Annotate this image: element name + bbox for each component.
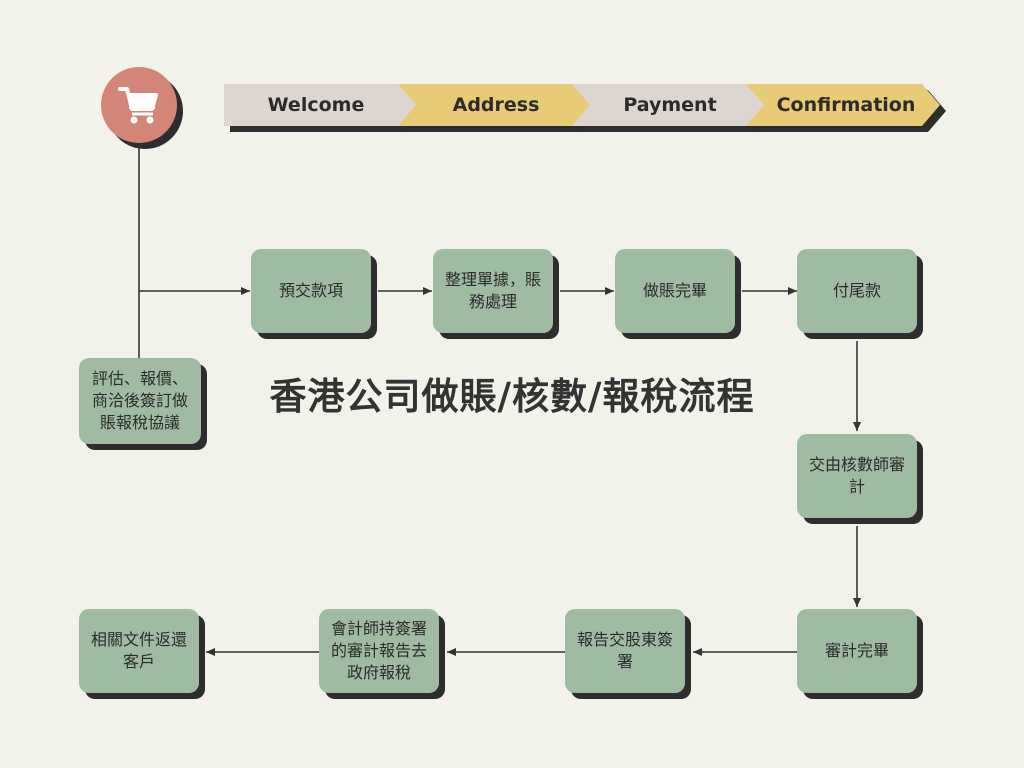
box-evaluate: 評估、報價、商洽後簽訂做賬報稅協議 [79,358,201,444]
box-deposit: 預交款項 [251,249,371,333]
box-final-payment: 付尾款 [797,249,917,333]
cart-badge [101,67,177,143]
box-file-tax: 會計師持簽署的審計報告去政府報稅 [319,609,439,693]
box-to-auditor: 交由核數師審計 [797,434,917,518]
step-welcome[interactable]: Welcome [224,84,424,132]
box-bookkeeping-done: 做賬完畢 [615,249,735,333]
box-return-docs: 相關文件返還客戶 [79,609,199,693]
step-confirmation[interactable]: Confirmation [746,84,946,132]
step-address[interactable]: Address [398,84,598,132]
step-payment-label: Payment [623,94,717,116]
page-title: 香港公司做賬/核數/報稅流程 [269,375,755,418]
box-shareholder-sign: 報告交股東簽署 [565,609,685,693]
step-welcome-label: Welcome [267,94,365,116]
step-confirmation-label: Confirmation [776,94,916,116]
step-address-label: Address [452,94,540,116]
step-payment[interactable]: Payment [572,84,772,132]
box-audit-done: 審計完畢 [797,609,917,693]
box-organize: 整理單據，賬務處理 [433,249,553,333]
shopping-cart-icon [118,87,158,124]
